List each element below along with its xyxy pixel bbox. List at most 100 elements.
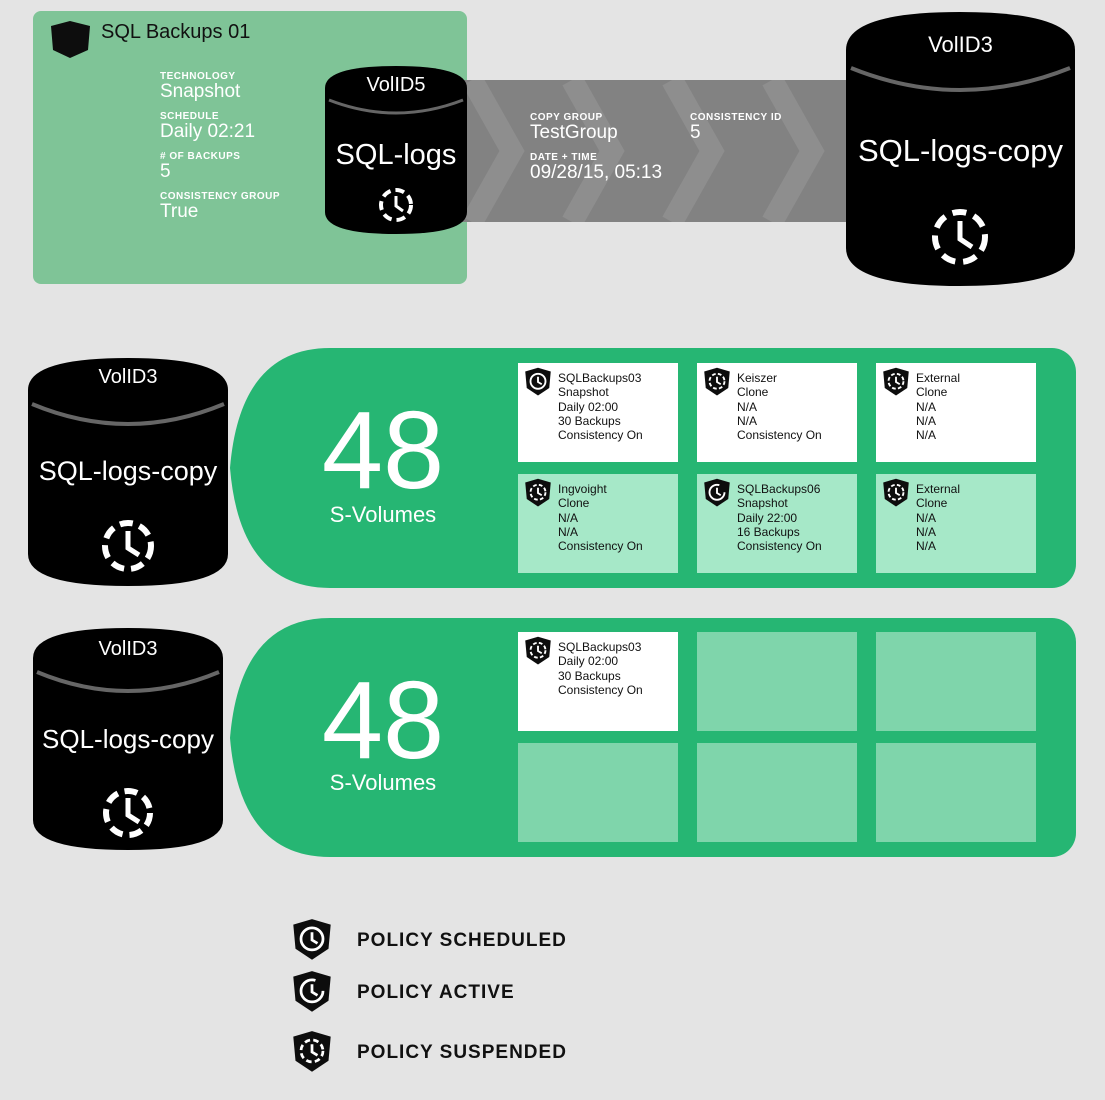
copy-arrow-band — [462, 80, 857, 222]
tile-detail: 30 Backups — [558, 668, 621, 683]
tile-detail: Clone — [916, 385, 948, 400]
policy-tile — [518, 743, 678, 842]
policy-suspended-icon — [379, 188, 413, 222]
cylinder-shape — [33, 628, 223, 850]
technology-value: Snapshot — [160, 81, 241, 102]
tile-detail: N/A — [916, 399, 937, 414]
target-volume-name: SQL-logs-copy — [857, 133, 1064, 168]
policy-suspended-icon — [102, 520, 154, 572]
source-volume-id: VolID5 — [366, 74, 426, 96]
tile-detail: Clone — [916, 496, 948, 511]
tile-policy-name: SQLBackups06 — [737, 482, 821, 496]
target-volume-cylinder[interactable]: VolID3 SQL-logs-copy — [846, 12, 1075, 286]
row-1-count: 48 — [321, 389, 445, 512]
tile-detail: Clone — [558, 496, 590, 511]
schedule-field: SCHEDULE Daily 02:21 — [160, 111, 255, 142]
schedule-label: SCHEDULE — [160, 111, 220, 122]
policy-suspended-icon — [293, 1031, 331, 1072]
tile-detail: Snapshot — [737, 496, 788, 511]
consistency-id-label: CONSISTENCY ID — [690, 112, 782, 123]
consistency-group-field: CONSISTENCY GROUP True — [160, 191, 280, 222]
schedule-value: Daily 02:21 — [160, 121, 256, 142]
tile-detail: Consistency On — [558, 682, 643, 697]
technology-label: TECHNOLOGY — [160, 71, 236, 82]
row-2-volume-cylinder[interactable]: VolID3 SQL-logs-copy — [33, 628, 223, 850]
row-2-volume-id: VolID3 — [98, 638, 158, 660]
tile-detail: Snapshot — [558, 385, 609, 400]
source-volume-name: SQL-logs — [335, 139, 457, 171]
tile-detail: Daily 02:00 — [558, 399, 619, 414]
consistency-id-value: 5 — [690, 122, 701, 143]
policy-suspended-icon — [883, 367, 909, 396]
tile-detail: N/A — [916, 428, 937, 443]
tile-detail: Daily 02:00 — [558, 654, 619, 669]
tile-detail: Consistency On — [737, 428, 822, 443]
tile-detail: N/A — [737, 413, 758, 428]
tile-detail: Clone — [737, 385, 769, 400]
band-curve — [200, 348, 330, 588]
policy-title: SQL Backups 01 — [101, 21, 251, 43]
copy-group-field: COPY GROUP TestGroup — [530, 112, 618, 143]
policy-scheduled-icon — [525, 367, 551, 396]
policy-tile — [697, 743, 857, 842]
tile-detail: Consistency On — [737, 539, 822, 554]
band-curve — [200, 618, 330, 857]
row-1-count-label: S-Volumes — [329, 502, 437, 527]
tile-detail: N/A — [558, 510, 579, 525]
source-volume-cylinder[interactable]: VolID5 SQL-logs — [325, 66, 467, 234]
tile-detail: N/A — [916, 510, 937, 525]
tile-detail: 30 Backups — [558, 413, 621, 428]
tile-detail: Daily 22:00 — [737, 510, 798, 525]
tile-policy-name: Ingvoight — [558, 482, 607, 496]
backups-field: # OF BACKUPS 5 — [160, 151, 240, 182]
row-1-volume-name: SQL-logs-copy — [38, 456, 218, 486]
datetime-field: DATE + TIME 09/28/15, 05:13 — [530, 152, 662, 183]
technology-field: TECHNOLOGY Snapshot — [160, 71, 240, 102]
policy-tile — [876, 743, 1036, 842]
row-2-count: 48 — [321, 659, 445, 782]
copy-group-value: TestGroup — [530, 122, 618, 143]
tile-detail: N/A — [558, 524, 579, 539]
cylinder-shape — [846, 12, 1075, 286]
tile-detail: N/A — [916, 539, 937, 554]
legend-label: POLICY SUSPENDED — [357, 1042, 567, 1063]
consistency-group-label: CONSISTENCY GROUP — [160, 191, 280, 202]
datetime-label: DATE + TIME — [530, 152, 598, 163]
tile-detail: 16 Backups — [737, 524, 800, 539]
policy-suspended-icon — [525, 478, 551, 507]
cylinder-shape — [325, 66, 467, 234]
target-volume-id: VolID3 — [928, 32, 993, 57]
row-1-volume-id: VolID3 — [98, 366, 158, 388]
row-2-volume-name: SQL-logs-copy — [42, 724, 214, 754]
policy-suspended-icon — [704, 367, 730, 396]
tile-detail: Consistency On — [558, 428, 643, 443]
legend-label: POLICY ACTIVE — [357, 982, 515, 1003]
copy-group-label: COPY GROUP — [530, 112, 603, 123]
row-1-volume-cylinder[interactable]: VolID3 SQL-logs-copy — [28, 358, 228, 586]
cylinder-shape — [28, 358, 228, 586]
tile-policy-name: External — [916, 371, 961, 385]
tile-policy-name: Keiszer — [737, 371, 778, 385]
tile-policy-name: External — [916, 482, 961, 496]
tile-detail: N/A — [916, 524, 937, 539]
policy-suspended-icon — [883, 478, 909, 507]
consistency-id-field: CONSISTENCY ID 5 — [690, 112, 782, 143]
policy-scheduled-icon — [103, 788, 153, 838]
backups-value: 5 — [160, 161, 171, 182]
policy-suspended-icon — [525, 636, 551, 665]
tile-policy-name: SQLBackups03 — [558, 371, 642, 385]
backups-label: # OF BACKUPS — [160, 151, 241, 162]
policy-active-icon — [293, 971, 331, 1012]
tile-policy-name: SQLBackups03 — [558, 640, 642, 654]
policy-tile — [697, 632, 857, 731]
policy-suspended-icon — [932, 209, 988, 265]
policy-tile — [876, 632, 1036, 731]
policy-active-icon — [704, 478, 730, 507]
